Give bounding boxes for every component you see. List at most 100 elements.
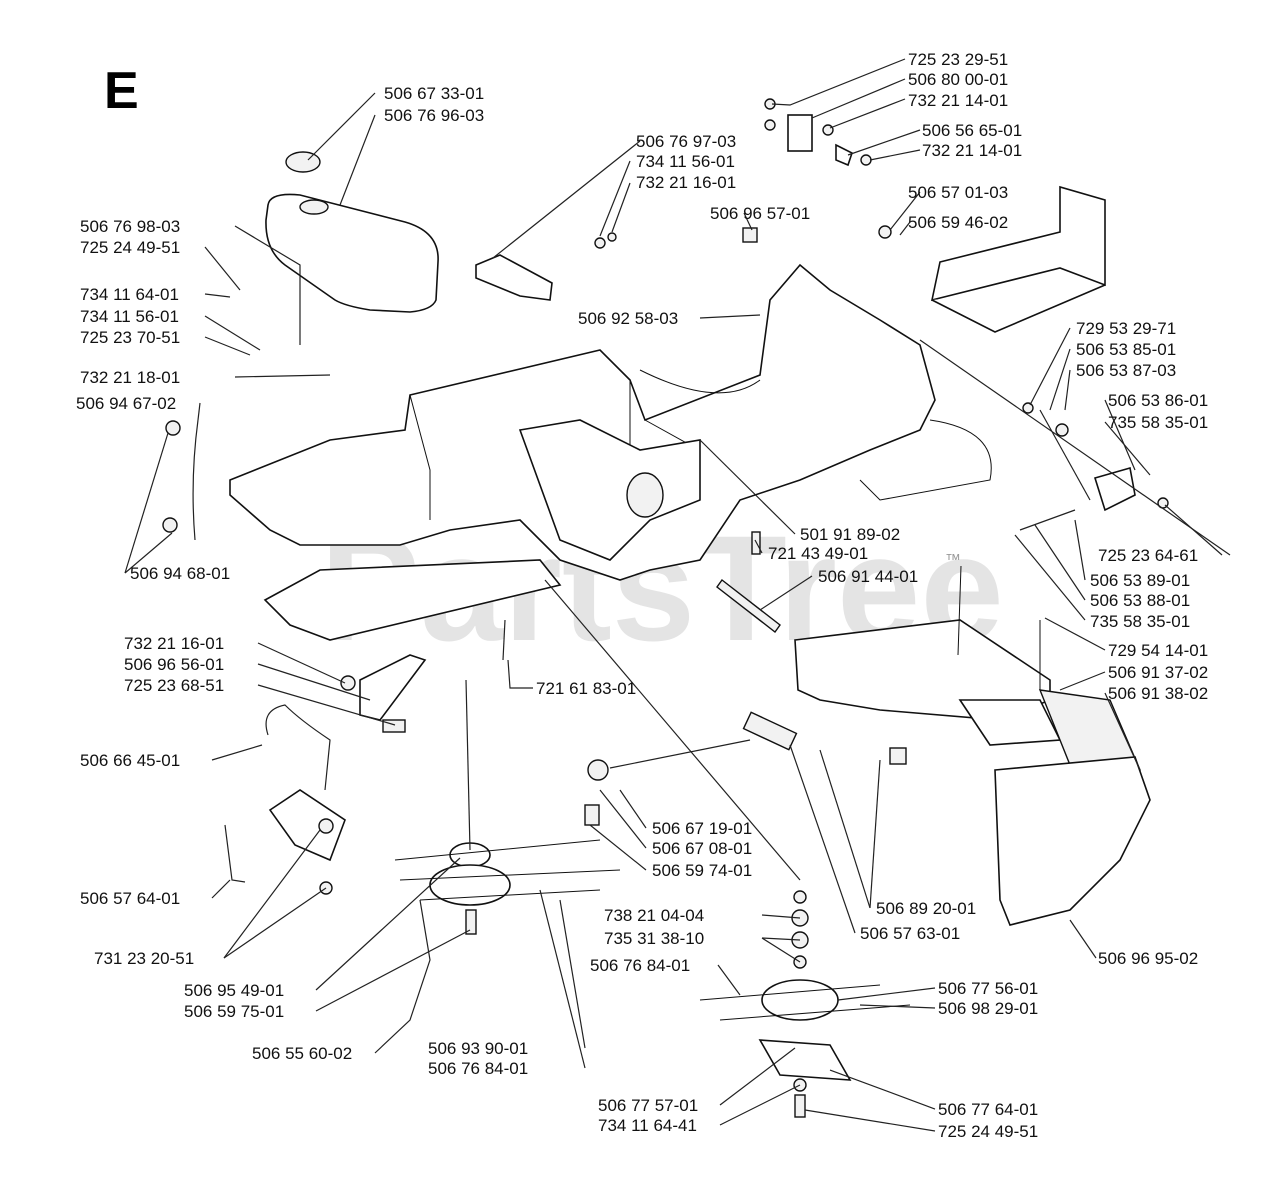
fuel-tank-drawing bbox=[265, 193, 439, 313]
filter-drawing bbox=[165, 420, 181, 436]
lever-drawing bbox=[265, 704, 331, 791]
part-label: 506 95 49-01 bbox=[184, 981, 284, 1000]
part-label: 506 77 57-01 bbox=[598, 1096, 698, 1115]
bolt-drawing bbox=[382, 719, 406, 733]
part-label: 506 96 57-01 bbox=[710, 204, 810, 223]
part-label: 732 21 16-01 bbox=[636, 173, 736, 192]
steering-housing-drawing bbox=[518, 419, 701, 561]
battery-tray-edge-drawing bbox=[931, 284, 1106, 333]
part-label: 506 92 58-03 bbox=[578, 309, 678, 328]
part-label: 732 21 16-01 bbox=[124, 634, 224, 653]
idler-arm-drawing bbox=[268, 789, 346, 862]
part-label: 721 43 49-01 bbox=[768, 544, 868, 563]
bracket-drawing bbox=[475, 254, 553, 301]
part-label: 734 11 64-41 bbox=[598, 1116, 697, 1135]
spring-drawing bbox=[609, 739, 751, 769]
part-label: 725 24 49-51 bbox=[938, 1122, 1038, 1141]
clip-drawing bbox=[835, 143, 853, 167]
part-drawings bbox=[162, 98, 1169, 1118]
nut-drawing bbox=[860, 154, 872, 166]
plate-drawing bbox=[742, 711, 798, 751]
part-label: 506 66 45-01 bbox=[80, 751, 180, 770]
belt-drawing bbox=[394, 839, 621, 901]
part-label: 506 53 88-01 bbox=[1090, 591, 1190, 610]
part-label: 506 76 97-03 bbox=[636, 132, 736, 151]
part-label: 729 54 14-01 bbox=[1108, 641, 1208, 660]
part-label: 732 21 18-01 bbox=[80, 368, 180, 387]
part-label: 506 53 85-01 bbox=[1076, 340, 1176, 359]
fuel-tank-neck-drawing bbox=[299, 199, 329, 215]
clip-drawing bbox=[889, 747, 907, 765]
part-label: 506 93 90-01 bbox=[428, 1039, 528, 1058]
part-label: 734 11 64-01 bbox=[80, 285, 179, 304]
battery-tray-drawing bbox=[930, 185, 1106, 302]
part-label: 506 55 60-02 bbox=[252, 1044, 352, 1063]
part-label: 506 98 29-01 bbox=[938, 999, 1038, 1018]
bolt-drawing bbox=[764, 119, 776, 131]
bolt-drawing bbox=[1022, 402, 1034, 414]
part-label: 725 23 64-61 bbox=[1098, 546, 1198, 565]
pedal-bracket-drawing bbox=[359, 654, 427, 721]
part-label: 506 53 87-03 bbox=[1076, 361, 1176, 380]
part-label: 506 53 89-01 bbox=[1090, 571, 1190, 590]
nut-drawing bbox=[594, 237, 606, 249]
part-label: 506 94 67-02 bbox=[76, 394, 176, 413]
linkage-plate-drawing bbox=[1093, 466, 1136, 512]
main-frame-rail bbox=[639, 369, 992, 501]
screw-line bbox=[957, 565, 962, 656]
screw-drawing bbox=[878, 225, 892, 239]
part-label: 506 76 96-03 bbox=[384, 106, 484, 125]
part-label: 732 21 14-01 bbox=[922, 141, 1022, 160]
part-label: 506 76 84-01 bbox=[590, 956, 690, 975]
watermark-trademark: ™ bbox=[945, 552, 961, 569]
part-label: 506 67 08-01 bbox=[652, 839, 752, 858]
part-label: 738 21 04-04 bbox=[604, 906, 704, 925]
part-label: 732 21 14-01 bbox=[908, 91, 1008, 110]
part-label: 506 57 64-01 bbox=[80, 889, 180, 908]
part-label: 725 23 70-51 bbox=[80, 328, 180, 347]
leader-lines bbox=[124, 58, 1231, 1132]
part-label: 735 58 35-01 bbox=[1090, 612, 1190, 631]
pulley-bracket-drawing bbox=[758, 1039, 852, 1081]
top-bracket-drawing bbox=[787, 114, 813, 152]
part-label: 506 57 63-01 bbox=[860, 924, 960, 943]
part-label: 734 11 56-01 bbox=[80, 307, 179, 326]
part-labels: 725 23 29-51 506 80 00-01 732 21 14-01 5… bbox=[76, 50, 1208, 1141]
part-label: 734 11 56-01 bbox=[636, 152, 735, 171]
part-label: 725 23 29-51 bbox=[908, 50, 1008, 69]
part-label: 506 59 46-02 bbox=[908, 213, 1008, 232]
fuel-cap-drawing bbox=[285, 151, 321, 173]
part-label: 506 96 56-01 bbox=[124, 655, 224, 674]
bolt-drawing bbox=[584, 804, 600, 826]
filter-drawing bbox=[162, 517, 178, 533]
part-label: 506 77 64-01 bbox=[938, 1100, 1038, 1119]
spring-drawing bbox=[1019, 509, 1076, 531]
nut-drawing bbox=[340, 675, 356, 691]
plate-drawing bbox=[587, 759, 609, 781]
part-label: 506 91 37-02 bbox=[1108, 663, 1208, 682]
part-label: 506 76 84-01 bbox=[428, 1059, 528, 1078]
nut-drawing bbox=[607, 232, 617, 242]
cover-bracket-drawing bbox=[958, 699, 1062, 746]
part-label: 735 58 35-01 bbox=[1108, 413, 1208, 432]
nut-drawing bbox=[1055, 423, 1069, 437]
part-label: 506 59 74-01 bbox=[652, 861, 752, 880]
section-letter: E bbox=[104, 62, 139, 120]
part-label: 506 80 00-01 bbox=[908, 70, 1008, 89]
part-label: 506 91 44-01 bbox=[818, 567, 918, 586]
side-panel-drawing bbox=[994, 756, 1151, 926]
part-label: 721 61 83-01 bbox=[536, 679, 636, 698]
clip-drawing bbox=[742, 227, 758, 243]
washer-drawing bbox=[793, 890, 807, 904]
rod-drawing bbox=[224, 824, 246, 883]
part-label: 506 53 86-01 bbox=[1108, 391, 1208, 410]
linkage-rod-drawing bbox=[1039, 409, 1091, 501]
skid-plate-drawing bbox=[263, 559, 562, 641]
belt-drawing bbox=[699, 984, 911, 1021]
washer-drawing bbox=[318, 818, 334, 834]
part-label: 506 76 98-03 bbox=[80, 217, 180, 236]
part-label: 506 96 95-02 bbox=[1098, 949, 1198, 968]
bolt-drawing bbox=[465, 909, 477, 935]
part-label: 731 23 20-51 bbox=[94, 949, 194, 968]
part-label: 725 23 68-51 bbox=[124, 676, 224, 695]
